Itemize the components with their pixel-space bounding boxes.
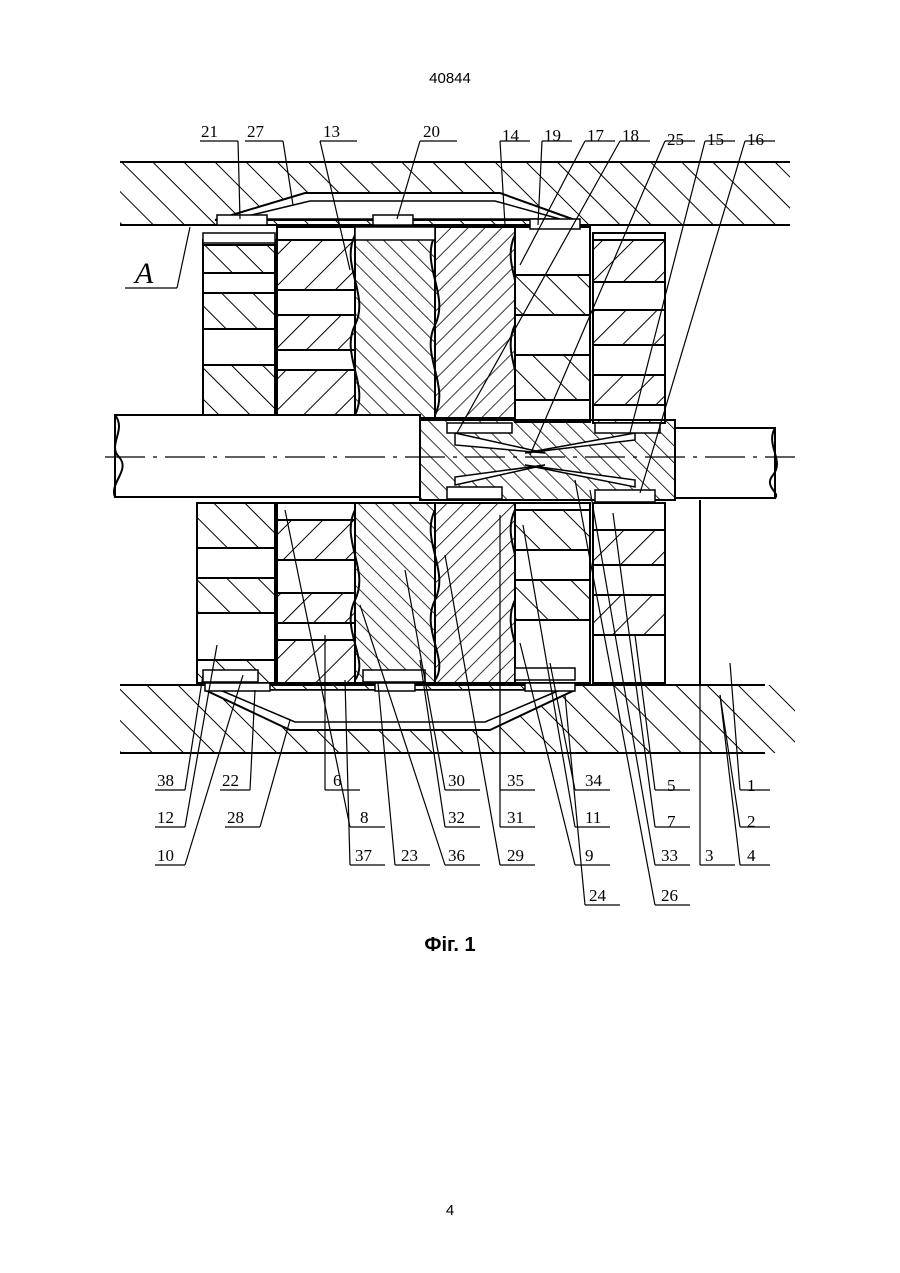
callout-label: 2 <box>747 812 756 831</box>
callout-label: 4 <box>747 846 756 865</box>
callout-label: 29 <box>507 846 524 865</box>
callout-label: 24 <box>589 886 607 905</box>
callout-label: 18 <box>622 126 639 145</box>
callouts-top: 21 27 13 20 14 19 17 18 25 15 16 <box>201 122 764 149</box>
callout-label: 19 <box>544 126 561 145</box>
callout-label: 14 <box>502 126 520 145</box>
patent-drawing-figure-1: A 21 27 13 20 14 19 <box>105 115 800 920</box>
callout-label: 17 <box>587 126 605 145</box>
callout-label: 1 <box>747 776 756 795</box>
callout-label: 9 <box>585 846 594 865</box>
callouts-bottom: 38 22 6 30 35 34 5 1 12 28 8 32 31 11 7 … <box>157 771 756 905</box>
callout-label: 15 <box>707 130 724 149</box>
callout-label: 36 <box>448 846 465 865</box>
callout-label: 33 <box>661 846 678 865</box>
callout-label: 23 <box>401 846 418 865</box>
callout-label: 7 <box>667 812 676 831</box>
callout-label: 21 <box>201 122 218 141</box>
callout-label: 37 <box>355 846 373 865</box>
document-number: 40844 <box>0 70 900 87</box>
bottom-housing-wall <box>120 685 795 753</box>
callout-label: 16 <box>747 130 764 149</box>
callout-label: 22 <box>222 771 239 790</box>
section-marker-a: A <box>125 227 190 290</box>
callout-label: 30 <box>448 771 465 790</box>
callout-label: 38 <box>157 771 174 790</box>
callout-label: 28 <box>227 808 244 827</box>
callout-label: 27 <box>247 122 265 141</box>
callout-label: 34 <box>585 771 603 790</box>
callout-label: 3 <box>705 846 714 865</box>
callout-label: 12 <box>157 808 174 827</box>
section-label: A <box>133 257 154 290</box>
callout-label: 26 <box>661 886 678 905</box>
figure-caption: Фіг. 1 <box>0 934 900 957</box>
callout-label: 25 <box>667 130 684 149</box>
callout-label: 5 <box>667 776 676 795</box>
callout-label: 32 <box>448 808 465 827</box>
left-plate-stack-upper <box>203 227 355 418</box>
callout-label: 20 <box>423 122 440 141</box>
callout-label: 6 <box>333 771 342 790</box>
callout-label: 13 <box>323 122 340 141</box>
callout-label: 35 <box>507 771 524 790</box>
page-number: 4 <box>0 1202 900 1219</box>
left-plate-stack-lower <box>197 503 355 683</box>
callout-label: 10 <box>157 846 174 865</box>
callout-label: 11 <box>585 808 601 827</box>
callout-label: 8 <box>360 808 369 827</box>
callout-label: 31 <box>507 808 524 827</box>
